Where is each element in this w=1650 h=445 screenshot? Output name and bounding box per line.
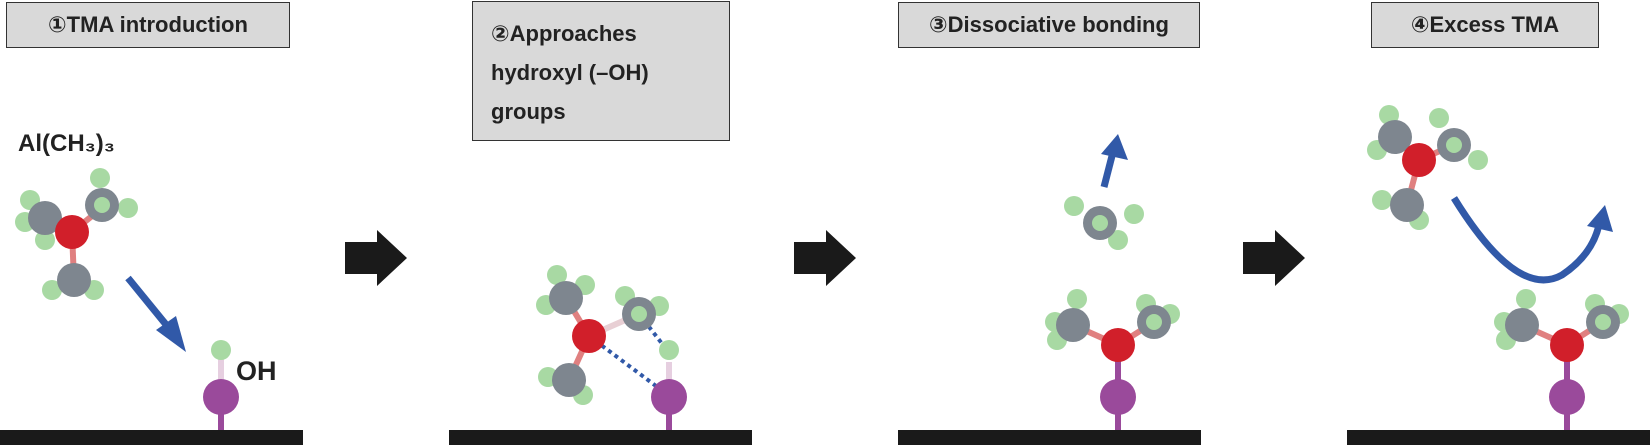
substrate-surface	[0, 430, 303, 445]
panel-title: ②Approaches hydroxyl (–OH) groups	[472, 1, 730, 141]
panel-tma-introduction: ①TMA introduction Al(CH₃)₃ OH	[0, 0, 305, 445]
carbon-atom	[552, 363, 586, 397]
aluminum-atom	[1550, 328, 1584, 362]
hydrogen-atom	[659, 340, 679, 360]
surface-hydroxyl	[651, 340, 687, 430]
tma-molecule	[15, 168, 138, 300]
hydrogen-atom	[118, 198, 138, 218]
hydrogen-atom	[547, 265, 567, 285]
surface-hydroxyl	[203, 340, 239, 430]
aluminum-atom	[1402, 143, 1436, 177]
hydrogen-atom	[1446, 137, 1462, 153]
carbon-atom	[1390, 188, 1424, 222]
hydrogen-atom	[1146, 314, 1162, 330]
substrate-surface	[898, 430, 1201, 445]
tma-molecule	[536, 265, 669, 405]
hydrogen-atom	[1124, 204, 1144, 224]
hydroxyl-label: OH	[236, 356, 277, 386]
scene-approaches-hydroxyl	[449, 265, 752, 445]
motion-arrow-head	[1587, 205, 1613, 232]
aluminum-atom	[1101, 328, 1135, 362]
carbon-atom	[28, 201, 62, 235]
panel-title: ④Excess TMA	[1371, 2, 1599, 48]
motion-arrow	[125, 275, 171, 330]
formula-label: Al(CH₃)₃	[18, 130, 115, 157]
hydrogen-atom	[1468, 150, 1488, 170]
hydrogen-atom	[90, 168, 110, 188]
bonded-dimethylaluminum	[1494, 289, 1629, 430]
hydrogen-atom	[1092, 215, 1108, 231]
scene-excess-tma	[1347, 105, 1650, 445]
panel-dissociative-bonding: ③Dissociative bonding	[898, 0, 1203, 445]
hydrogen-atom	[631, 306, 647, 322]
motion-arrow	[1100, 151, 1117, 188]
substrate-surface	[1347, 430, 1650, 445]
oxygen-atom	[1100, 379, 1136, 415]
motion-arrow-head	[1101, 134, 1128, 160]
panel-title: ③Dissociative bonding	[898, 2, 1200, 48]
hydrogen-atom	[35, 230, 55, 250]
bonded-dimethylaluminum	[1045, 289, 1180, 430]
hydrogen-atom	[1595, 314, 1611, 330]
process-arrow-1	[345, 230, 407, 286]
process-arrow-3	[1243, 230, 1305, 286]
carbon-atom	[1056, 308, 1090, 342]
carbon-atom	[549, 281, 583, 315]
released-methane	[1064, 196, 1144, 250]
hydrogen-atom	[94, 197, 110, 213]
process-arrow-2	[794, 230, 856, 286]
carbon-atom	[1505, 308, 1539, 342]
panel-approaches-hydroxyl: ②Approaches hydroxyl (–OH) groups	[449, 0, 754, 445]
hydrogen-atom	[211, 340, 231, 360]
oxygen-atom	[203, 379, 239, 415]
motion-arrow-head	[156, 316, 186, 352]
panel-title: ①TMA introduction	[6, 2, 290, 48]
hydrogen-atom	[1516, 289, 1536, 309]
aluminum-atom	[572, 319, 606, 353]
scene-tma-introduction	[0, 168, 303, 445]
hydrogen-atom	[1372, 190, 1392, 210]
carbon-atom	[1378, 120, 1412, 154]
tma-molecule	[1367, 105, 1488, 230]
oxygen-atom	[1549, 379, 1585, 415]
substrate-surface	[449, 430, 752, 445]
aluminum-atom	[55, 215, 89, 249]
hydrogen-atom	[42, 280, 62, 300]
motion-arrow	[1451, 196, 1603, 284]
panel-excess-tma: ④Excess TMA	[1347, 0, 1650, 445]
hydrogen-atom	[1064, 196, 1084, 216]
carbon-atom	[57, 263, 91, 297]
oxygen-atom	[651, 379, 687, 415]
hydrogen-atom	[1379, 105, 1399, 125]
hydrogen-atom	[1108, 230, 1128, 250]
hydrogen-atom	[1067, 289, 1087, 309]
hydrogen-atom	[1429, 108, 1449, 128]
scene-dissociative-bonding	[898, 134, 1201, 445]
